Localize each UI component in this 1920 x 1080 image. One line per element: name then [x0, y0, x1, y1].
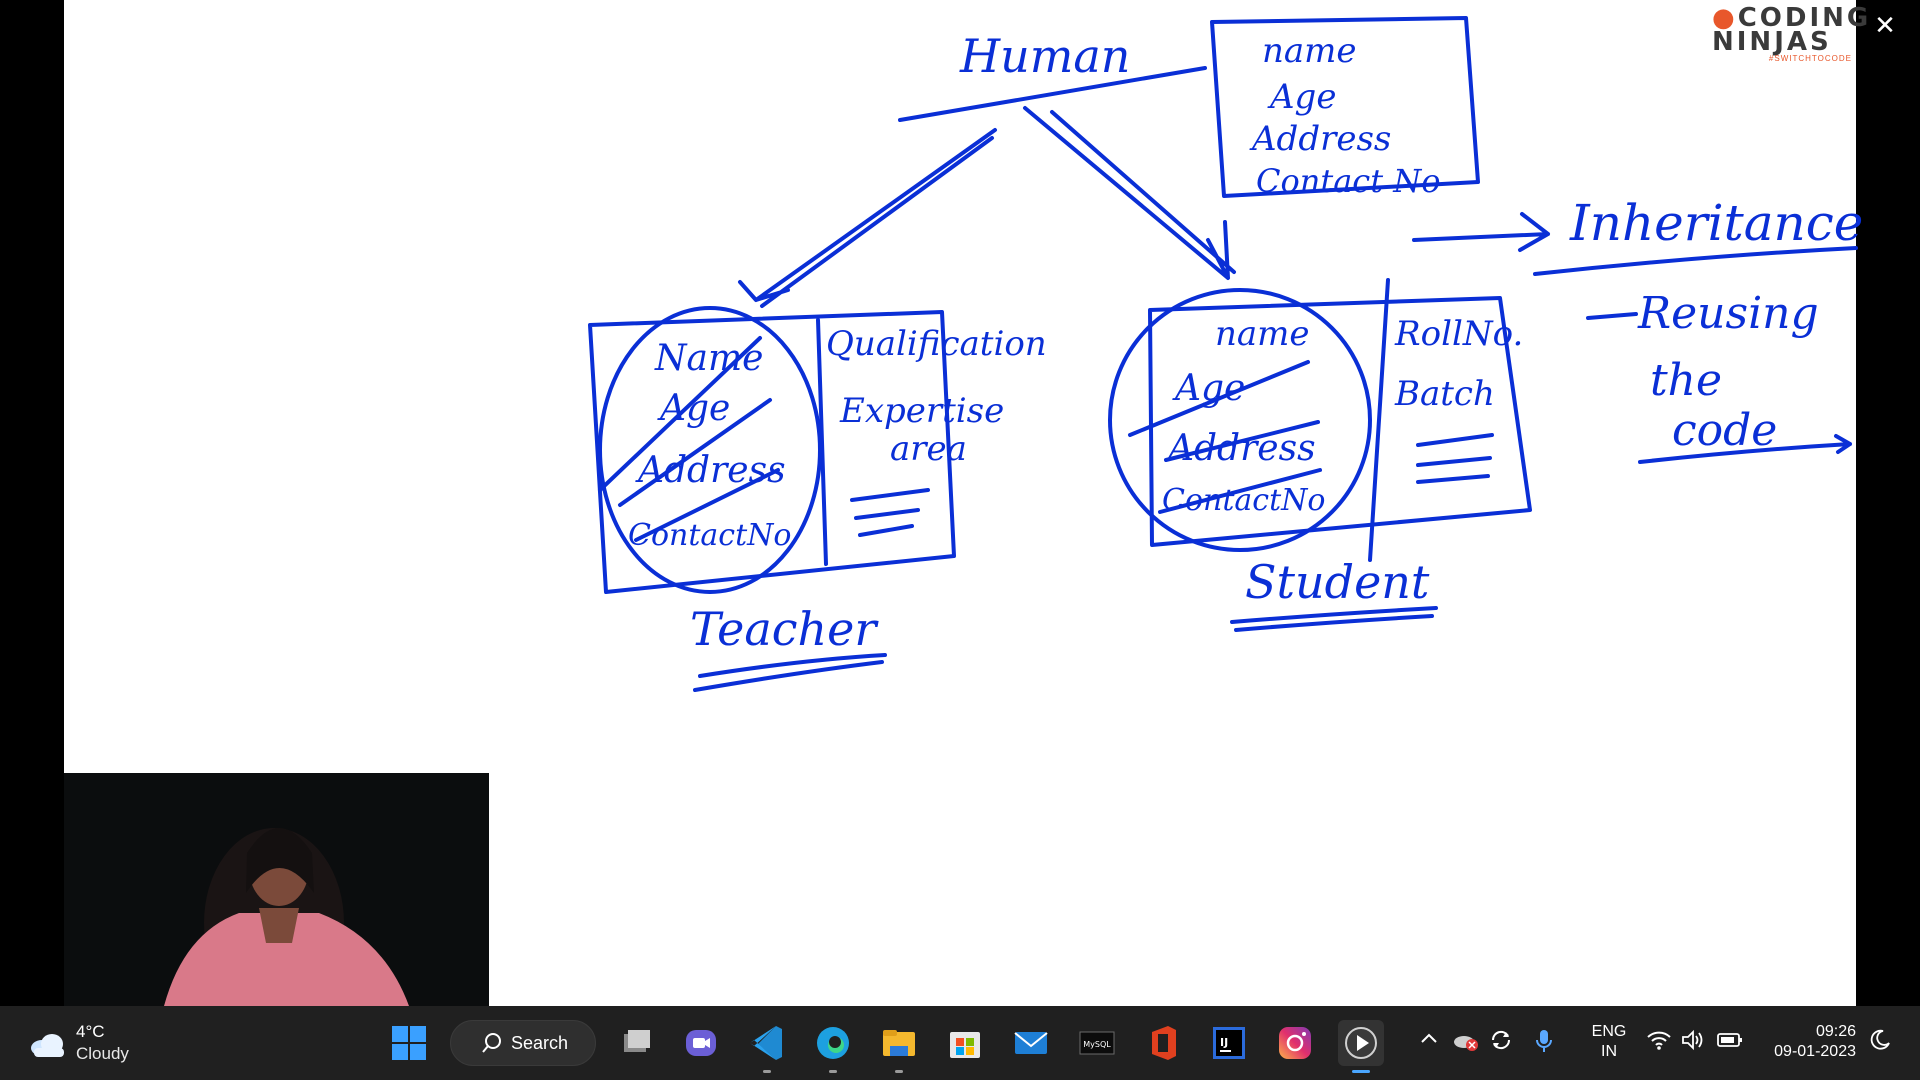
student-extra-rollno: RollNo.: [1394, 314, 1523, 354]
battery-icon[interactable]: [1716, 1028, 1744, 1056]
windows-taskbar: 4°C Cloudy Search: [0, 1006, 1920, 1080]
human-label: Human: [959, 29, 1130, 83]
microphone-icon[interactable]: [1534, 1028, 1554, 1058]
wifi-icon[interactable]: [1646, 1028, 1672, 1056]
language-indicator[interactable]: ENG IN: [1584, 1022, 1634, 1062]
student-label: Student: [1245, 555, 1430, 609]
student-reuse-circle: [1108, 288, 1372, 552]
arrow-to-student: [1023, 106, 1236, 280]
student-extra-lines: [1416, 433, 1494, 484]
notification-moon-icon[interactable]: [1868, 1028, 1892, 1056]
language-region: IN: [1601, 1043, 1617, 1060]
teacher-field-name: Name: [654, 338, 763, 379]
inheritance-underline: [1533, 246, 1858, 276]
reusing-word: Reusing: [1637, 288, 1819, 339]
onedrive-error-icon[interactable]: [1452, 1028, 1480, 1056]
teacher-extra-qualification: Qualification: [826, 324, 1047, 364]
file-explorer-icon[interactable]: [876, 1020, 922, 1073]
inheritance-arrow: [1412, 212, 1550, 252]
weather-condition: Cloudy: [76, 1044, 129, 1063]
inheritance-label: Inheritance: [1569, 194, 1863, 252]
clock-time: 09:26: [1815, 1023, 1856, 1040]
student-extra-batch: Batch: [1394, 374, 1495, 414]
office-icon[interactable]: [1140, 1020, 1186, 1066]
svg-text:MySQL: MySQL: [1083, 1040, 1111, 1049]
coding-ninjas-logo: ●CODING NINJAS #SWITCHTOCODE: [1712, 3, 1872, 66]
student-box: [1148, 278, 1532, 562]
task-view-icon[interactable]: [612, 1020, 658, 1066]
language-code: ENG: [1591, 1023, 1627, 1040]
weather-temp: 4°C: [76, 1022, 105, 1041]
instagram-icon[interactable]: [1272, 1020, 1318, 1066]
svg-text:IJ: IJ: [1220, 1036, 1228, 1049]
weather-widget[interactable]: 4°C Cloudy: [24, 1020, 154, 1068]
close-button[interactable]: ✕: [1874, 10, 1896, 40]
microsoft-store-icon[interactable]: [942, 1020, 988, 1066]
media-player-running-dot: [1352, 1070, 1370, 1073]
logo-line-2: NINJAS: [1712, 27, 1832, 57]
meet-chat-icon[interactable]: [678, 1020, 724, 1066]
search-label: Search: [511, 1033, 569, 1053]
teacher-strike: [598, 336, 780, 542]
volume-icon[interactable]: [1680, 1028, 1706, 1056]
presenter-figure: [64, 773, 489, 1006]
human-field-contact: Contact No: [1256, 162, 1441, 200]
code-arrow: [1638, 434, 1852, 464]
media-player-icon[interactable]: [1338, 1020, 1384, 1073]
webcam-video: [64, 773, 489, 1006]
edge-browser-icon[interactable]: [810, 1020, 856, 1073]
student-strike: [1128, 360, 1322, 514]
logo-tagline: #SWITCHTOCODE: [1768, 54, 1852, 63]
teacher-label: Teacher: [690, 602, 879, 656]
cloud-icon: [31, 1034, 64, 1057]
teacher-reuse-circle: [598, 306, 822, 594]
edge-running-dot: [829, 1070, 837, 1073]
human-field-age: Age: [1267, 77, 1336, 117]
taskbar-search[interactable]: Search: [450, 1020, 596, 1066]
vscode-running-dot: [763, 1070, 771, 1073]
search-icon: [482, 1033, 501, 1053]
teacher-extra-lines: [850, 488, 930, 537]
human-field-name: name: [1262, 31, 1357, 71]
teacher-box: [588, 310, 956, 594]
clock-date: 09-01-2023: [1774, 1043, 1856, 1060]
teacher-extra-expertise: Expertise: [839, 391, 1004, 431]
arrow-to-teacher: [738, 128, 997, 308]
teacher-underline: [693, 653, 887, 692]
vscode-icon[interactable]: [744, 1020, 790, 1073]
human-field-address: Address: [1249, 119, 1391, 159]
human-underline: [898, 66, 1207, 122]
human-fields-box: [1210, 16, 1480, 198]
chevron-up-icon[interactable]: [1418, 1028, 1440, 1054]
sync-icon[interactable]: [1488, 1028, 1514, 1056]
system-clock[interactable]: 09:26 09-01-2023: [1760, 1022, 1856, 1062]
windows-start-icon[interactable]: [386, 1020, 432, 1066]
the-word: the: [1650, 355, 1722, 406]
mysql-icon[interactable]: MySQL: [1074, 1020, 1120, 1066]
whiteboard-drawing: Human name Age Address Contact No Name A…: [588, 16, 1863, 692]
reusing-dash: [1586, 312, 1638, 320]
teacher-field-address: Address: [635, 450, 786, 491]
intellij-icon[interactable]: IJ: [1206, 1020, 1252, 1066]
student-field-address: Address: [1165, 428, 1316, 469]
teacher-extra-area: area: [890, 429, 967, 469]
logo-line-1: ●CODING: [1712, 3, 1872, 33]
student-field-name: name: [1215, 314, 1310, 354]
code-word: code: [1672, 405, 1777, 456]
teacher-field-contact: ContactNo: [628, 518, 791, 553]
mail-icon[interactable]: [1008, 1020, 1054, 1066]
student-underline: [1230, 606, 1438, 632]
explorer-running-dot: [895, 1070, 903, 1073]
